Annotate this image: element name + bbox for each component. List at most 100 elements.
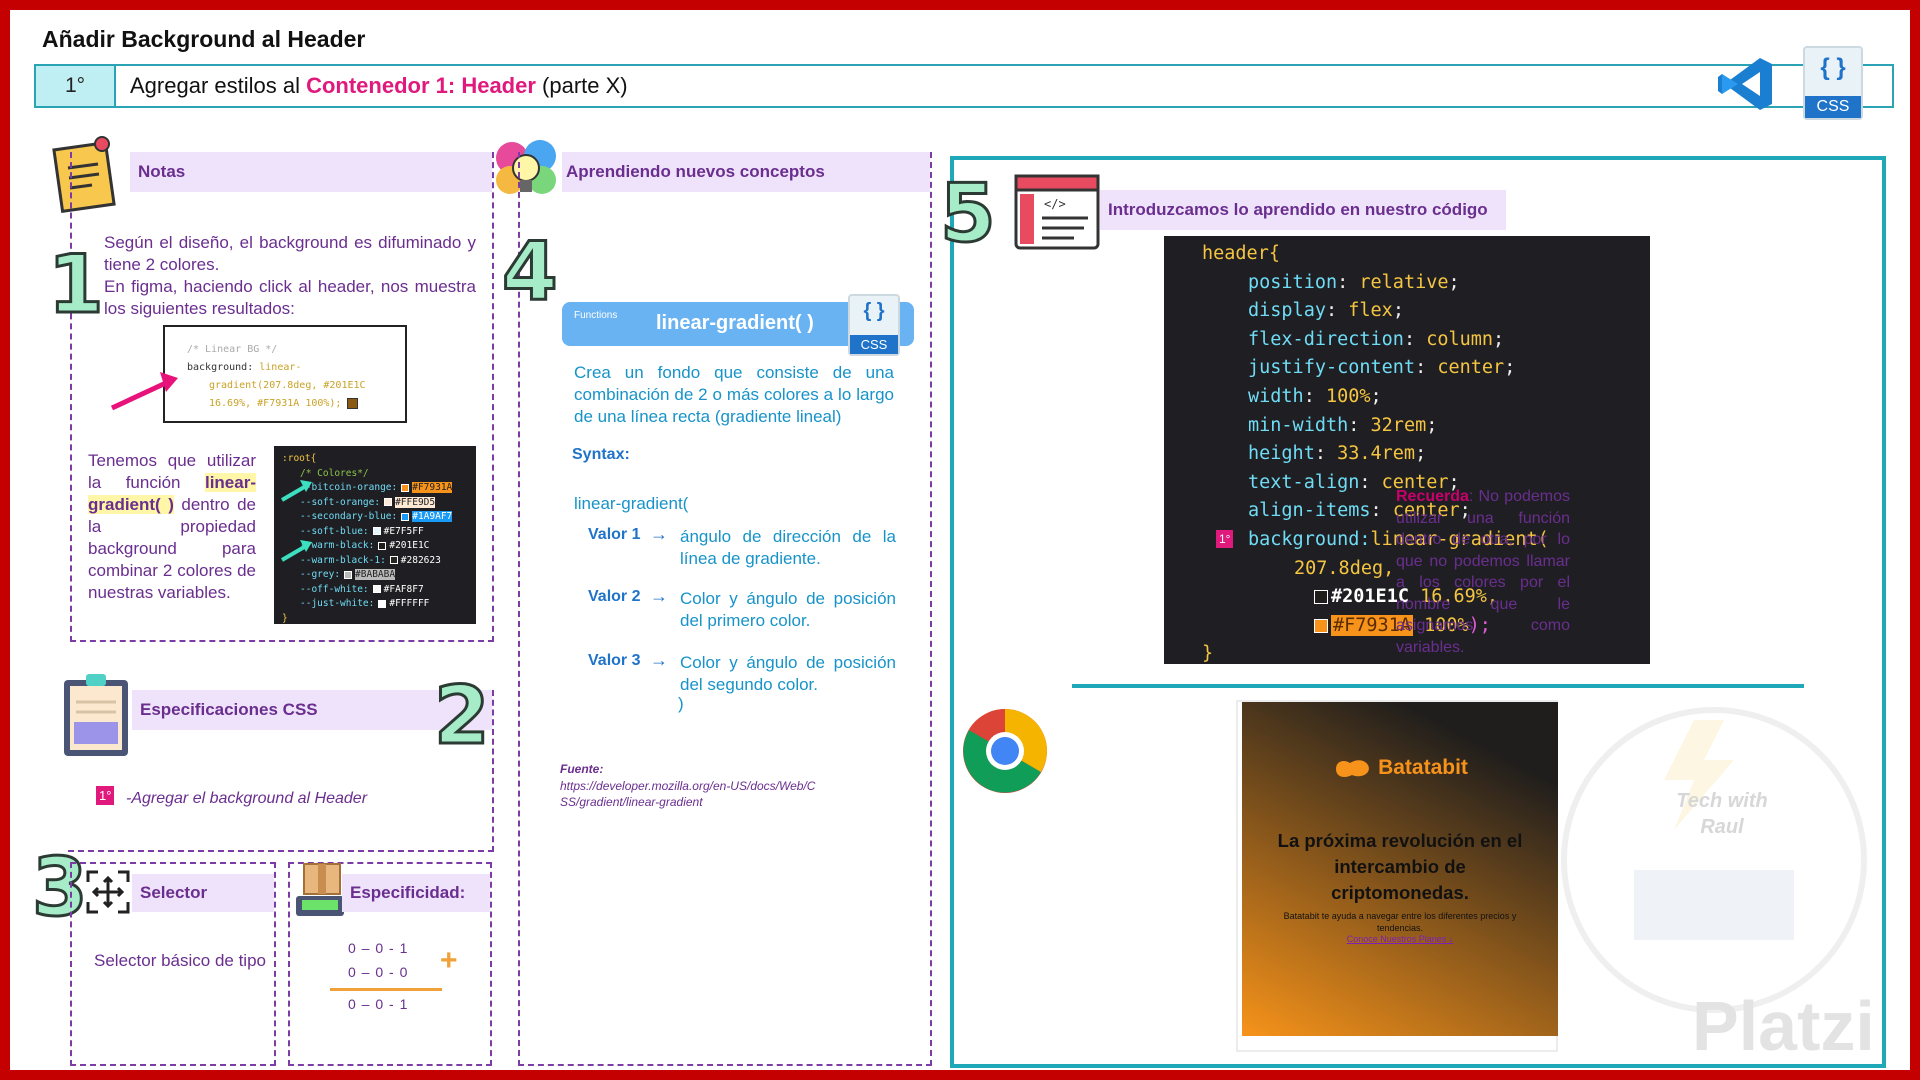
spec-badge: 1°	[96, 786, 115, 805]
root-var-swatch	[378, 599, 387, 608]
code-bg-stop2: 100%	[1412, 614, 1469, 636]
preview-cta-link[interactable]: Conoce Nuestros Planes ↓	[1346, 934, 1454, 944]
specificity-result: 0 – 0 - 1	[348, 996, 409, 1012]
code-bg-color1-line: #201E1C 16.69%,	[1202, 583, 1650, 612]
code-semicolon: ;	[1459, 500, 1471, 522]
code-close: }	[1202, 643, 1214, 665]
clipboard-icon	[64, 674, 128, 756]
figma-prop: background:	[187, 362, 254, 373]
root-comment: /* Colores*/	[300, 467, 369, 479]
root-var-value: #E7F5FF	[383, 525, 424, 537]
code-bg-stop1: 16.69%,	[1408, 586, 1499, 608]
root-var-swatch	[344, 570, 353, 579]
code-value: center	[1392, 500, 1460, 522]
syntax-value-label: Valor 3	[588, 652, 641, 669]
root-var-row: --warm-black-1:#282623	[282, 554, 468, 569]
code-section-header: Introduzcamos lo aprendido en nuestro có…	[1100, 190, 1506, 230]
p3-pre: Tenemos que utilizar la función	[88, 451, 256, 492]
especificaciones-panel	[68, 690, 494, 852]
root-var-name: --bitcoin-orange:	[300, 482, 398, 493]
code-line: display: flex;	[1248, 297, 1650, 326]
step-subtitle: Agregar estilos al Contenedor 1: Header …	[116, 73, 628, 99]
root-var-row: --off-white:#FAF8F7	[282, 583, 468, 598]
move-select-icon	[86, 870, 130, 914]
root-var-value: #1A9AF7	[412, 511, 453, 522]
code-line: width: 100%;	[1248, 383, 1650, 412]
root-var-name: --soft-orange:	[300, 496, 381, 508]
notepad-icon	[52, 136, 116, 214]
code-bg-color1: #201E1C	[1331, 586, 1409, 608]
source-label: Fuente:	[560, 762, 604, 776]
code-prop: display	[1248, 300, 1326, 322]
code-colon: :	[1415, 357, 1438, 379]
code-semicolon: ;	[1426, 414, 1438, 436]
code-line: position: relative;	[1248, 269, 1650, 298]
code-prop: position	[1248, 271, 1338, 293]
code-line: justify-content: center;	[1248, 354, 1650, 383]
teal-arrow-icon	[280, 480, 312, 502]
recuerda-note: Recuerda: No podemos utilizar una funció…	[1396, 486, 1570, 658]
code-prop: text-align	[1248, 471, 1360, 493]
vscode-icon	[1718, 58, 1772, 110]
figma-line-2: gradient(207.8deg, #201E1C	[209, 380, 366, 391]
syntax-open: linear-gradient(	[574, 494, 689, 513]
code-value: relative	[1359, 271, 1449, 293]
preview-subtitle: Batatabit te ayuda a navegar entre los d…	[1283, 911, 1517, 933]
code-prop: min-width	[1248, 414, 1349, 436]
function-tag: Functions	[574, 310, 618, 321]
code-semicolon: ;	[1493, 328, 1505, 350]
code-value: flex	[1348, 300, 1393, 322]
code-colon: :	[1314, 443, 1338, 465]
root-var-swatch	[384, 498, 393, 506]
root-var-swatch	[372, 527, 381, 535]
code-bg-color2: #F7931A	[1331, 614, 1413, 636]
code-value: 33.4rem	[1337, 443, 1416, 465]
root-close: }	[282, 612, 288, 624]
code-value: center	[1437, 357, 1505, 379]
subtitle-highlight: Contenedor 1: Header	[306, 73, 536, 98]
code-value: 32rem	[1370, 414, 1427, 436]
root-var-row: --warm-black:#201E1C	[282, 539, 468, 554]
notas-paragraph-1: Según el diseño, el background es difumi…	[104, 233, 476, 274]
css-badge-small: CSS	[850, 335, 898, 354]
platzi-watermark	[1561, 707, 1867, 1013]
code-semicolon: ;	[1370, 385, 1382, 407]
root-var-row: --grey:#BABABA	[282, 568, 468, 583]
code-line: text-align: center;	[1248, 469, 1650, 498]
step-number: 1°	[36, 66, 116, 106]
figma-val: linear-	[259, 362, 302, 373]
notas-panel	[70, 152, 494, 642]
root-var-value: #BABABA	[355, 569, 396, 580]
code-colon: :	[1359, 471, 1382, 493]
figma-comment: /* Linear BG */	[187, 344, 278, 355]
pink-arrow-icon	[110, 372, 178, 411]
code-bg-close: );	[1468, 614, 1491, 636]
page-title: Añadir Background al Header	[42, 26, 366, 52]
step-number-5: 5	[939, 167, 998, 260]
syntax-close: )	[678, 694, 684, 713]
code-semicolon: ;	[1504, 357, 1516, 379]
source-link[interactable]: https://developer.mozilla.org/en-US/docs…	[560, 779, 816, 809]
code-prop: width	[1248, 385, 1304, 407]
code-prop: justify-content	[1248, 357, 1416, 379]
figma-line-3: 16.69%, #F7931A 100%);	[209, 398, 342, 409]
syntax-value-label: Valor 1	[588, 526, 641, 543]
specificity-row-2: 0 – 0 - 0	[348, 964, 409, 980]
recuerda-text: : No podemos utilizar una función dentro…	[1396, 488, 1570, 656]
root-var-row: --soft-orange:#FFE9D5	[282, 496, 468, 511]
root-var-value: #F7931A	[412, 482, 453, 493]
code-bg-prop: background:	[1248, 528, 1371, 550]
code-line: flex-direction: column;	[1248, 326, 1650, 355]
root-var-name: --just-white:	[300, 598, 375, 609]
selector-header: Selector	[132, 874, 274, 912]
step-number-1: 1	[47, 238, 106, 331]
root-var-swatch	[378, 541, 387, 550]
conceptos-panel	[518, 152, 932, 1066]
step-number-4: 4	[501, 225, 560, 318]
specificity-row-1: 0 – 0 - 1	[348, 940, 409, 956]
code-semicolon: ;	[1448, 271, 1460, 293]
code-colon: :	[1337, 271, 1360, 293]
step-number-3: 3	[31, 841, 90, 934]
arrow-right-icon: →	[650, 650, 668, 670]
root-var-swatch	[372, 585, 381, 593]
